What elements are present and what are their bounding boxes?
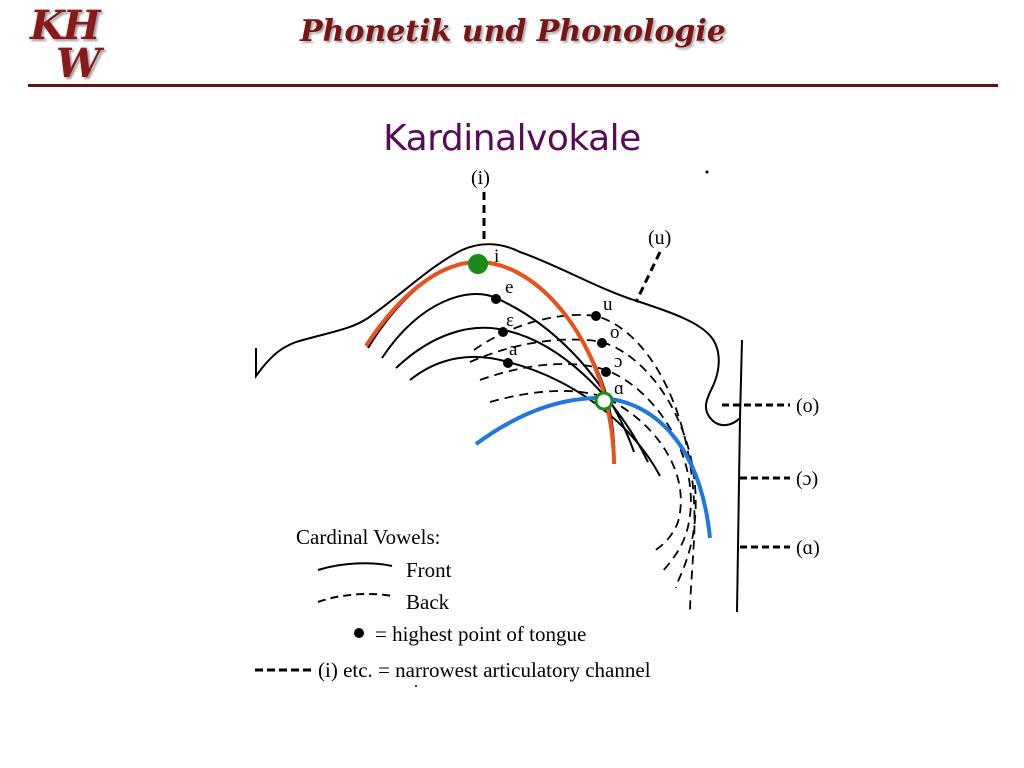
vowel-label-a: a [509, 339, 518, 360]
legend-back-swatch [317, 593, 393, 603]
dot-u [591, 311, 601, 321]
channel-label-i: (i) [471, 167, 490, 189]
legend: Cardinal Vowels: Front Back = highest po… [255, 525, 651, 682]
channel-label-o: (o) [796, 395, 819, 417]
scan-speck-2 [415, 685, 417, 687]
header-divider [28, 84, 998, 87]
scan-speck-1 [705, 170, 709, 174]
marker-i [468, 254, 488, 274]
dot-a [503, 358, 513, 368]
logo-line-2: W [56, 40, 101, 87]
marker-alpha [594, 391, 614, 411]
logo-line-1: KH [30, 2, 101, 49]
legend-front-label: Front [406, 558, 452, 582]
legend-dot-swatch [354, 628, 364, 638]
vowel-label-open-o: ɔ [614, 351, 622, 372]
channel-label-u: (u) [648, 227, 671, 249]
legend-back-label: Back [406, 590, 450, 614]
back-curve-open-o [479, 363, 692, 573]
back-curve-o [469, 338, 697, 589]
vowel-label-o: o [610, 322, 620, 343]
vowel-label-u: u [603, 294, 613, 315]
legend-channel-text: (i) etc. = narrowest articulatory channe… [318, 658, 651, 682]
legend-front-swatch [317, 562, 393, 571]
dot-open-o [601, 367, 611, 377]
back-curve-u [473, 314, 696, 613]
header-title: Phonetik und Phonologie [300, 14, 726, 49]
dot-o [597, 338, 607, 348]
vowel-label-alpha: ɑ [614, 378, 624, 399]
channel-label-alpha: (ɑ) [796, 537, 820, 559]
vowel-label-e: e [505, 277, 513, 298]
dot-e [491, 294, 501, 304]
channel-label-open-o: (ɔ) [796, 468, 818, 490]
pharynx-wall [736, 417, 741, 613]
vowel-label-epsilon: ε [506, 310, 514, 331]
vowel-label-i: i [494, 246, 499, 267]
slide-title: Kardinalvokale [383, 118, 641, 159]
channel-line-u [634, 251, 662, 303]
dot-epsilon [498, 327, 508, 337]
legend-heading: Cardinal Vowels: [296, 525, 440, 549]
back-curve-alpha [489, 390, 682, 553]
khw-logo: KH W [24, 0, 134, 88]
front-curve-a [409, 355, 661, 477]
legend-dot-text: = highest point of tongue [375, 622, 586, 646]
highlight-front-i-curve [364, 259, 616, 465]
vocal-tract-outline [255, 243, 743, 426]
front-curve-epsilon [395, 326, 649, 463]
